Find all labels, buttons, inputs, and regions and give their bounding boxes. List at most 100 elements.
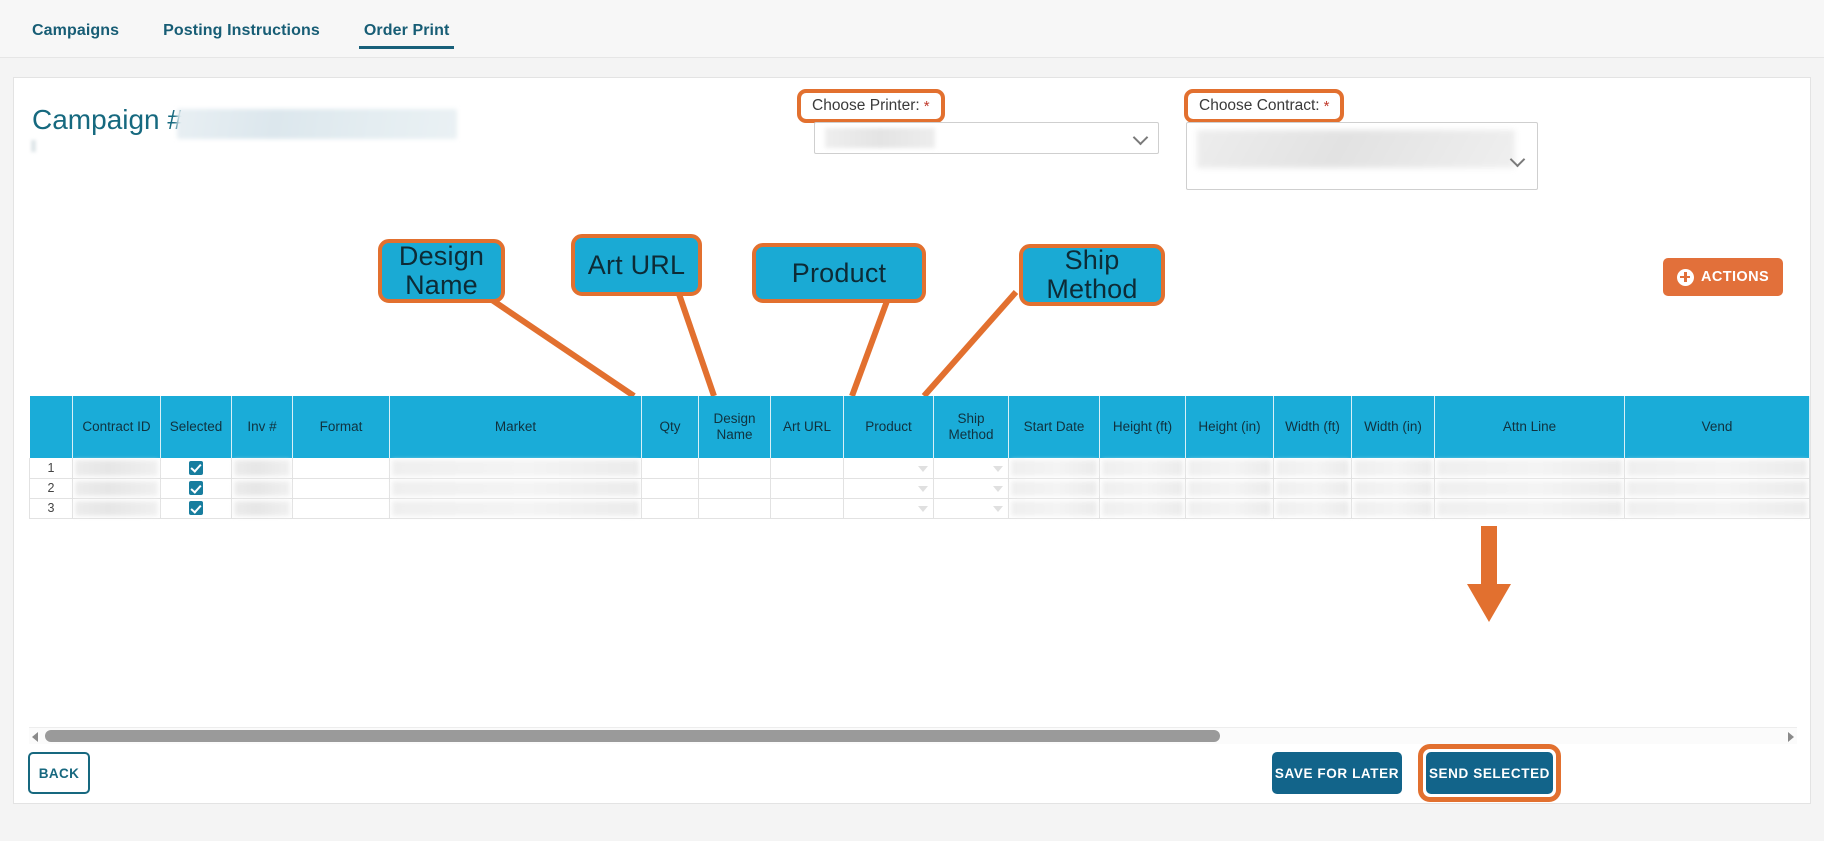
grid-header-art-url[interactable]: Art URL — [770, 396, 844, 458]
cell-redacted — [75, 480, 158, 496]
cell-width-ft[interactable] — [1273, 498, 1352, 519]
checkbox-checked-icon[interactable] — [189, 481, 203, 496]
grid-header-width-in[interactable]: Width (in) — [1351, 396, 1435, 458]
save-for-later-button[interactable]: SAVE FOR LATER — [1272, 752, 1402, 794]
dropdown-caret-icon[interactable] — [918, 465, 928, 472]
cell-width-in[interactable] — [1351, 478, 1435, 499]
cell-attn-line[interactable] — [1434, 458, 1625, 479]
cell-design-name[interactable] — [698, 458, 771, 479]
cell-start-date[interactable] — [1008, 478, 1100, 499]
grid-header-contract-id[interactable]: Contract ID — [72, 396, 161, 458]
cell-format[interactable] — [292, 478, 390, 499]
cell-ship-method[interactable] — [933, 478, 1009, 499]
dropdown-caret-icon[interactable] — [993, 506, 1003, 512]
cell-width-ft[interactable] — [1273, 478, 1352, 499]
cell-format[interactable] — [292, 498, 390, 519]
choose-contract-select[interactable] — [1186, 122, 1538, 190]
cell-design-name[interactable] — [698, 498, 771, 519]
cell-attn-line[interactable] — [1434, 478, 1625, 499]
cell-ship-method[interactable] — [933, 458, 1009, 479]
cell-art-url[interactable] — [770, 498, 844, 519]
cell-contract-id[interactable] — [72, 498, 161, 519]
back-button[interactable]: BACK — [28, 752, 90, 794]
cell-format[interactable] — [292, 458, 390, 479]
grid-header-inv[interactable]: Inv # — [231, 396, 293, 458]
grid-header-market[interactable]: Market — [389, 396, 642, 458]
tab-order-print[interactable]: Order Print — [342, 22, 472, 49]
cell-vendor[interactable] — [1624, 498, 1810, 519]
cell-vendor[interactable] — [1624, 478, 1810, 499]
cell-selected[interactable] — [160, 458, 232, 479]
grid-header-attn-line[interactable]: Attn Line — [1434, 396, 1625, 458]
checkbox-checked-icon[interactable] — [189, 501, 203, 516]
scrollbar-thumb[interactable] — [45, 730, 1220, 742]
cell-art-url[interactable] — [770, 478, 844, 499]
cell-product[interactable] — [843, 478, 934, 499]
tab-posting-instructions[interactable]: Posting Instructions — [141, 22, 342, 49]
cell-art-url[interactable] — [770, 458, 844, 479]
cell-height-ft[interactable] — [1099, 478, 1186, 499]
cell-vendor[interactable] — [1624, 458, 1810, 479]
cell-selected[interactable] — [160, 478, 232, 499]
grid-header-height-ft[interactable]: Height (ft) — [1099, 396, 1186, 458]
chevron-down-icon — [1511, 152, 1527, 168]
choose-printer-select[interactable] — [814, 122, 1159, 154]
cell-width-ft[interactable] — [1273, 458, 1352, 479]
cell-inv[interactable] — [231, 478, 293, 499]
dropdown-caret-icon[interactable] — [918, 506, 928, 512]
cell-redacted — [1627, 480, 1807, 496]
grid-header-ship-method[interactable]: Ship Method — [933, 396, 1009, 458]
grid-header-width-ft[interactable]: Width (ft) — [1273, 396, 1352, 458]
cell-selected[interactable] — [160, 498, 232, 519]
cell-contract-id[interactable] — [72, 458, 161, 479]
dropdown-caret-icon[interactable] — [993, 486, 1003, 492]
cell-width-in[interactable] — [1351, 498, 1435, 519]
grid-header-format[interactable]: Format — [292, 396, 390, 458]
dropdown-caret-icon[interactable] — [993, 465, 1003, 472]
cell-ship-method[interactable] — [933, 498, 1009, 519]
cell-inv[interactable] — [231, 458, 293, 479]
cell-market[interactable] — [389, 458, 642, 479]
cell-height-in[interactable] — [1185, 458, 1274, 479]
checkbox-checked-icon[interactable] — [189, 461, 203, 476]
grid-horizontal-scrollbar[interactable] — [29, 727, 1797, 744]
cell-qty[interactable] — [641, 458, 699, 479]
cell-redacted — [1011, 460, 1097, 476]
cell-qty[interactable] — [641, 478, 699, 499]
grid-header-height-in[interactable]: Height (in) — [1185, 396, 1274, 458]
cell-height-ft[interactable] — [1099, 458, 1186, 479]
tab-campaigns[interactable]: Campaigns — [10, 22, 141, 49]
cell-height-in[interactable] — [1185, 498, 1274, 519]
grid-header-selected[interactable]: Selected — [160, 396, 232, 458]
cell-product[interactable] — [843, 458, 934, 479]
cell-width-in[interactable] — [1351, 458, 1435, 479]
grid-header-vendor[interactable]: Vend — [1624, 396, 1810, 458]
cell-qty[interactable] — [641, 498, 699, 519]
grid-header-qty[interactable]: Qty — [641, 396, 699, 458]
scroll-left-icon[interactable] — [32, 732, 38, 742]
actions-button[interactable]: ACTIONS — [1663, 258, 1783, 296]
cell-height-ft[interactable] — [1099, 498, 1186, 519]
cell-market[interactable] — [389, 478, 642, 499]
cell-start-date[interactable] — [1008, 498, 1100, 519]
cell-product[interactable] — [843, 498, 934, 519]
tab-posting-instructions-label: Posting Instructions — [163, 22, 320, 39]
cell-height-in[interactable] — [1185, 478, 1274, 499]
dropdown-caret-icon[interactable] — [918, 486, 928, 492]
grid-header-product[interactable]: Product — [843, 396, 934, 458]
cell-inv[interactable] — [231, 498, 293, 519]
cell-attn-line[interactable] — [1434, 498, 1625, 519]
send-selected-button[interactable]: SEND SELECTED — [1426, 752, 1553, 794]
table-row[interactable]: 1 — [29, 458, 1810, 479]
cell-redacted — [1354, 480, 1432, 496]
cell-contract-id[interactable] — [72, 478, 161, 499]
grid-header-design-name[interactable]: Design Name — [698, 396, 771, 458]
cell-market[interactable] — [389, 498, 642, 519]
table-row[interactable]: 2 — [29, 478, 1810, 499]
cell-redacted — [392, 460, 639, 476]
table-row[interactable]: 3 — [29, 498, 1810, 519]
grid-header-start-date[interactable]: Start Date — [1008, 396, 1100, 458]
cell-design-name[interactable] — [698, 478, 771, 499]
scroll-right-icon[interactable] — [1788, 732, 1794, 742]
cell-start-date[interactable] — [1008, 458, 1100, 479]
